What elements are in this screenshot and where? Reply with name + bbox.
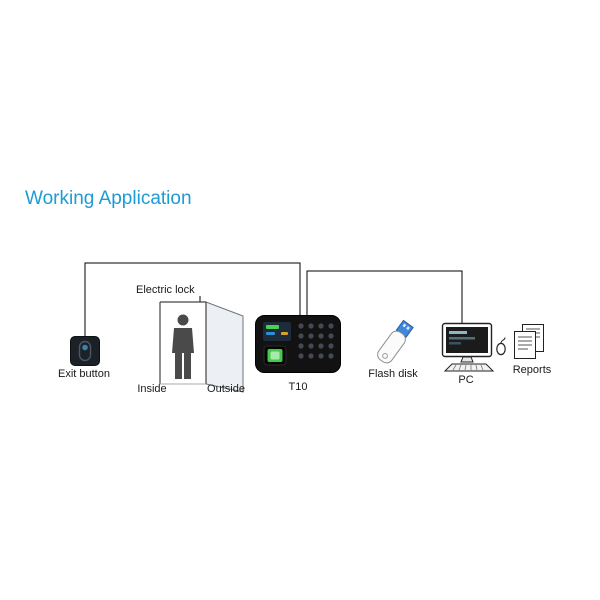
- pc-monitor-icon: [436, 320, 512, 376]
- door-with-person-icon: [140, 295, 255, 400]
- pc-label: PC: [458, 374, 474, 386]
- inside-label: Inside: [137, 383, 167, 395]
- person-silhouette: [172, 314, 194, 379]
- device-keypad: [298, 323, 334, 359]
- exit-button-icon: [70, 336, 100, 366]
- flash-disk-label: Flash disk: [368, 368, 418, 380]
- flash-disk-icon: [362, 315, 424, 373]
- pc-screen: [446, 327, 488, 353]
- reports-label: Reports: [512, 364, 552, 376]
- reports-documents-icon: [508, 322, 552, 364]
- device-screen: [263, 322, 291, 341]
- page-title: Working Application: [25, 188, 192, 209]
- door-leaf: [205, 301, 244, 393]
- mouse-icon: [496, 337, 506, 356]
- pc-keyboard: [443, 363, 495, 372]
- t10-label: T10: [288, 381, 308, 393]
- exit-button-label: Exit button: [58, 368, 110, 380]
- t10-terminal-icon: [255, 315, 341, 373]
- outside-label: Outside: [207, 383, 245, 395]
- electric-lock-label: Electric lock: [136, 284, 195, 296]
